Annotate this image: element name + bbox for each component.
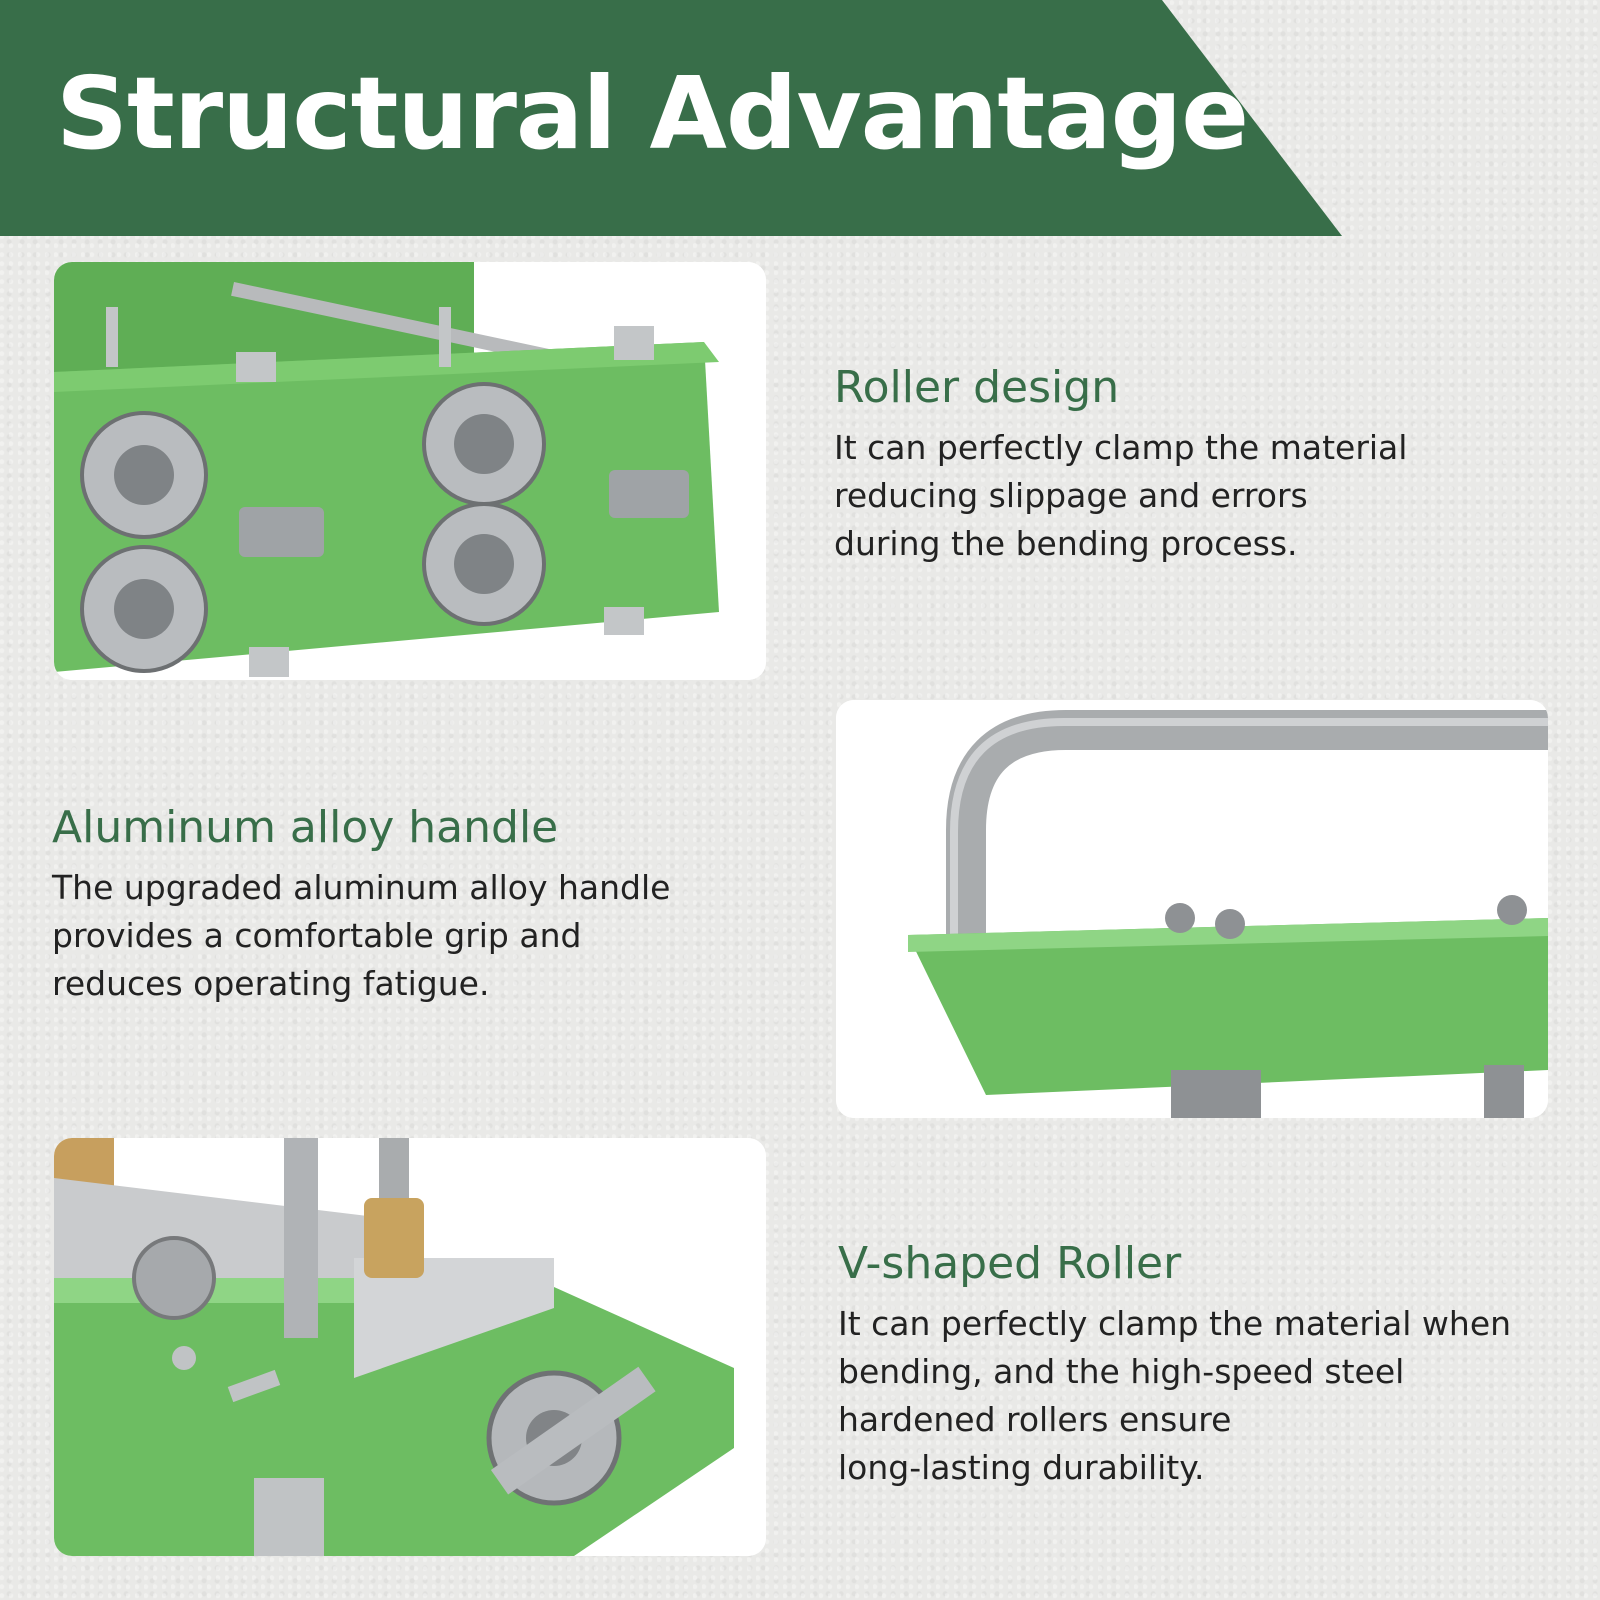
v-shaped-roller-photo xyxy=(54,1138,766,1556)
feature-title: Roller design xyxy=(834,362,1120,413)
feature-title: V-shaped Roller xyxy=(838,1238,1182,1289)
feature-description: The upgraded aluminum alloy handle provi… xyxy=(52,868,671,1003)
feature-description: It can perfectly clamp the material when… xyxy=(838,1304,1512,1487)
feature-description: It can perfectly clamp the material redu… xyxy=(834,428,1408,563)
feature-title: Aluminum alloy handle xyxy=(52,802,559,853)
feature-roller-design: Roller design It can perfectly clamp the… xyxy=(834,360,1554,568)
header-banner xyxy=(0,0,1342,236)
feature-v-shaped-roller: V-shaped Roller It can perfectly clamp t… xyxy=(838,1236,1558,1492)
roller-design-photo xyxy=(54,262,766,680)
page-title: Structural Advantage xyxy=(56,55,1249,172)
feature-aluminum-handle: Aluminum alloy handle The upgraded alumi… xyxy=(52,800,772,1008)
aluminum-handle-photo xyxy=(836,700,1548,1118)
